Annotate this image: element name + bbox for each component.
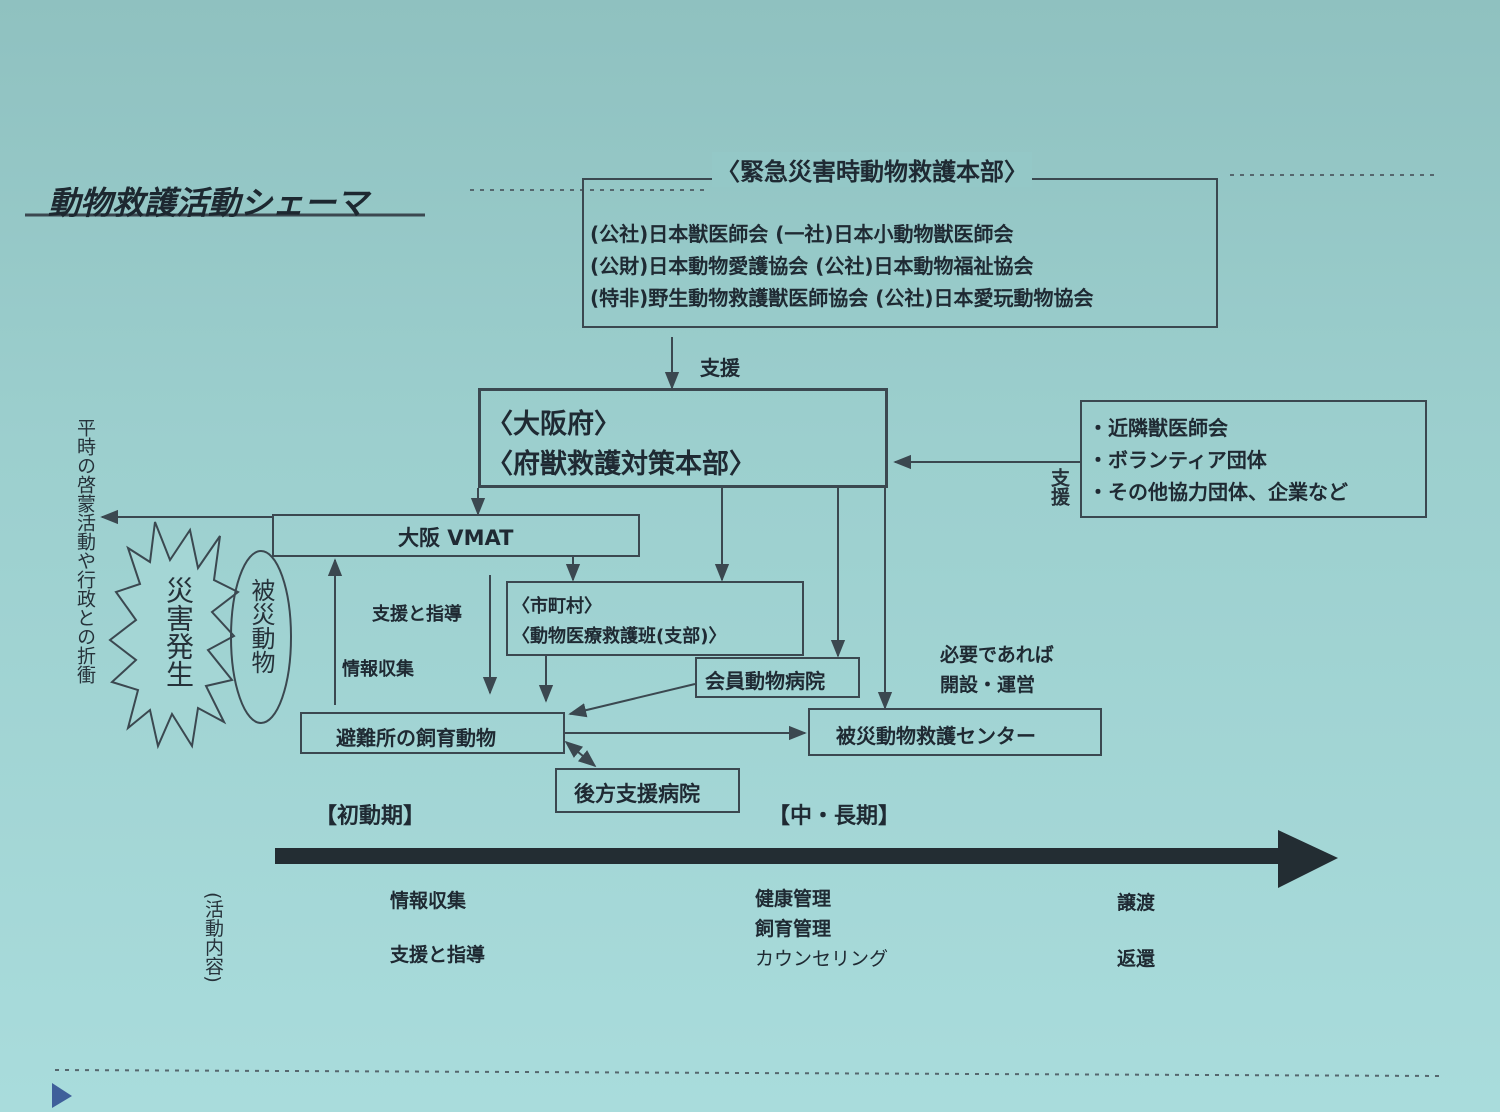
osaka-vmat-box bbox=[272, 514, 640, 557]
osaka-prefecture-box bbox=[478, 388, 888, 488]
phase-mid-long-label: 【中・長期】 bbox=[768, 804, 901, 829]
slide-title: 動物救護活動シェーマ bbox=[48, 184, 369, 222]
animal-medical-team-label: 〈動物医療救護班(支部)〉 bbox=[512, 626, 727, 647]
activity-initial-2: 支援と指導 bbox=[390, 944, 486, 966]
if-needed-label: 必要であれば bbox=[940, 644, 1054, 666]
rescue-center-label: 被災動物救護センター bbox=[836, 724, 1036, 748]
municipality-label: 〈市町村〉 bbox=[512, 596, 602, 617]
disaster-burst-shape bbox=[108, 521, 240, 750]
open-operate-label: 開設・運営 bbox=[940, 674, 1036, 696]
support-guidance-label: 支援と指導 bbox=[372, 604, 462, 625]
partner-item-2: ・ボランティア団体 bbox=[1088, 448, 1267, 472]
disaster-occurrence-label: 災害発生 bbox=[162, 576, 195, 688]
info-collection-label: 情報収集 bbox=[342, 659, 414, 680]
phase-initial-label: 【初動期】 bbox=[315, 804, 426, 829]
emergency-hq-title: 〈緊急災害時動物救護本部〉 bbox=[712, 152, 1032, 187]
partner-groups-box bbox=[1080, 400, 1427, 518]
osaka-vmat-label: 大阪 VMAT bbox=[398, 526, 514, 550]
activity-mid-2: 飼育管理 bbox=[755, 918, 832, 940]
hq-member-line-1: (公社)日本獣医師会 (一社)日本小動物獣医師会 bbox=[590, 222, 1014, 246]
municipality-box bbox=[506, 581, 804, 656]
partner-support-label: 支援 bbox=[1048, 468, 1070, 506]
hq-member-line-2: (公財)日本動物愛護協会 (公社)日本動物福祉協会 bbox=[590, 254, 1034, 278]
activity-initial-1: 情報収集 bbox=[390, 890, 467, 912]
partner-item-1: ・近隣獣医師会 bbox=[1088, 416, 1228, 440]
shelter-animals-label: 避難所の飼育動物 bbox=[336, 726, 496, 750]
rescue-center-box bbox=[808, 708, 1102, 756]
shelter-animals-box bbox=[300, 712, 565, 754]
member-hospital-box bbox=[695, 657, 860, 698]
backup-hospital-box bbox=[555, 768, 740, 813]
osaka-prefecture-label: 〈大阪府〉 bbox=[486, 409, 621, 440]
affected-animals-label: 被災動物 bbox=[247, 578, 275, 674]
hq-member-line-3: (特非)野生動物救護獣医師協会 (公社)日本愛玩動物協会 bbox=[590, 286, 1094, 310]
activity-late-1: 譲渡 bbox=[1117, 892, 1156, 914]
peacetime-activities-note: 平時の啓蒙活動や行政との折衝 bbox=[74, 418, 96, 684]
activity-mid-1: 健康管理 bbox=[755, 888, 832, 910]
osaka-vet-hq-label: 〈府獣救護対策本部〉 bbox=[486, 449, 756, 480]
support-label-top: 支援 bbox=[700, 356, 740, 380]
activity-late-2: 返還 bbox=[1117, 948, 1156, 970]
activity-content-label: (活動内容) bbox=[202, 892, 224, 983]
backup-hospital-label: 後方支援病院 bbox=[574, 782, 700, 806]
activity-mid-3: カウンセリング bbox=[755, 948, 889, 970]
partner-item-3: ・その他協力団体、企業など bbox=[1088, 480, 1348, 504]
member-hospital-label: 会員動物病院 bbox=[705, 669, 825, 693]
